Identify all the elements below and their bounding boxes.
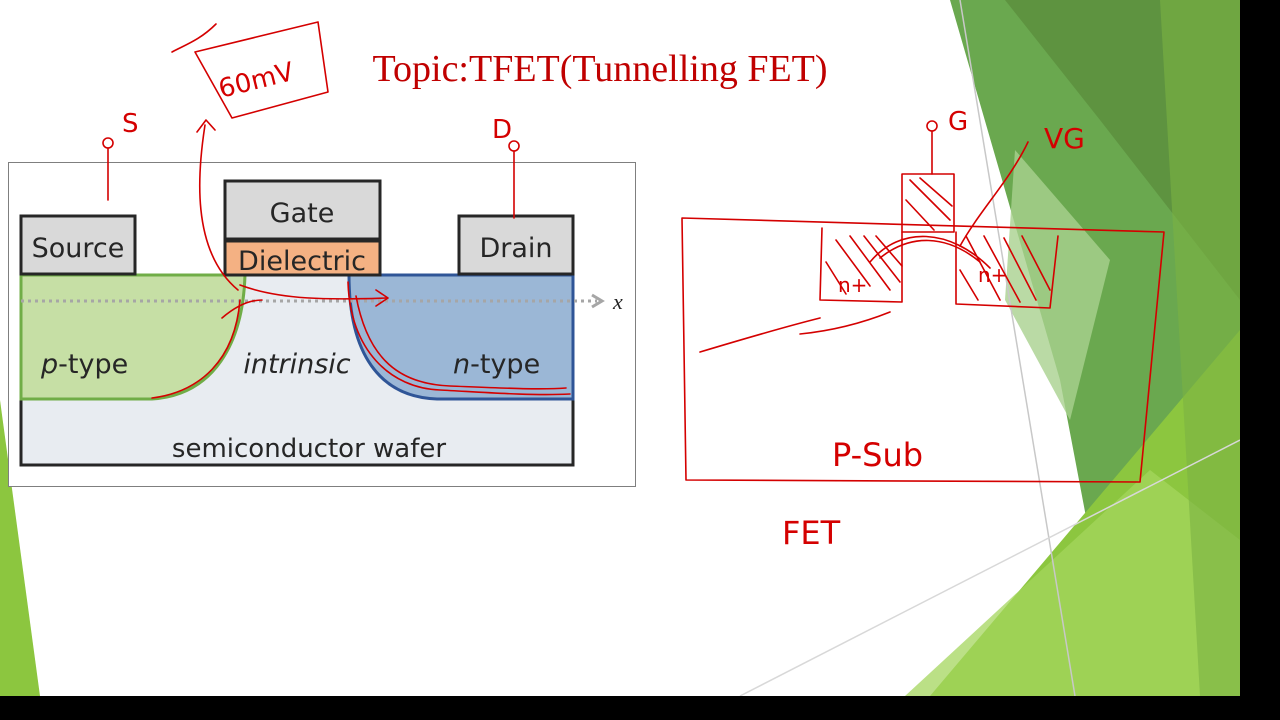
tfet-cross-section-figure: x Source Gate Dielectric Drain p-type in… xyxy=(8,162,636,487)
note-60mv-tick xyxy=(171,23,217,53)
fet-vg-label: VG xyxy=(1044,122,1085,155)
fet-substrate-outline xyxy=(681,217,1165,483)
drain-terminal xyxy=(457,214,575,276)
tunnel-path xyxy=(239,284,387,300)
fet-caption: FET xyxy=(782,514,841,552)
note-60mv-box xyxy=(194,21,329,119)
channel-stroke xyxy=(221,299,263,319)
dielectric-layer xyxy=(223,239,382,277)
source-label: Source xyxy=(32,233,125,264)
n-junction-trace xyxy=(347,281,571,396)
green-decoration xyxy=(0,0,1240,696)
intrinsic-label: intrinsic xyxy=(243,349,350,380)
dielectric-label: Dielectric xyxy=(238,246,366,277)
fet-n-plus-left-label: n+ xyxy=(838,273,867,297)
source-terminal-circle xyxy=(102,137,114,149)
gate-label: Gate xyxy=(270,198,335,229)
fet-gate-hatching xyxy=(905,177,953,231)
handwritten-annotations: 60mV S D G VG P-Sub FET n+ n+ xyxy=(102,21,1165,552)
x-axis-label: x xyxy=(612,289,623,314)
fet-n-plus-right-label: n+ xyxy=(978,263,1007,287)
fet-vg-pointer xyxy=(959,141,1029,247)
n-type-suffix: -type xyxy=(470,349,540,380)
bottom-letterbox-bar xyxy=(0,696,1280,720)
fet-p-sub-label: P-Sub xyxy=(832,436,923,474)
arrow-to-note xyxy=(198,124,239,291)
fet-gate-circle xyxy=(926,120,938,132)
slide-title: Topic:TFET(Tunnelling FET) xyxy=(0,47,1240,91)
drain-d-label: D xyxy=(492,115,512,145)
slide-title-text: Topic:TFET(Tunnelling FET) xyxy=(372,48,828,90)
decor-line-1 xyxy=(959,0,1076,696)
arrow-to-note-head xyxy=(196,119,216,133)
slide-canvas: Topic:TFET(Tunnelling FET) x Source Gate… xyxy=(0,0,1240,696)
drain-label: Drain xyxy=(479,233,552,264)
p-type-suffix: -type xyxy=(58,349,128,380)
wafer-label: semiconductor wafer xyxy=(172,434,446,464)
p-type-region xyxy=(19,273,247,401)
decor-line-2 xyxy=(739,439,1240,696)
tunnel-arrow-head xyxy=(375,289,389,307)
fet-right-hatching xyxy=(959,235,1051,303)
fet-left-hatching xyxy=(825,235,903,295)
fet-gate-g-label: G xyxy=(948,107,968,137)
p-junction-trace xyxy=(151,299,241,399)
gate-terminal xyxy=(223,179,382,241)
tfet-diagram: x Source Gate Dielectric Drain p-type in… xyxy=(19,179,623,467)
fet-n-plus-left xyxy=(819,227,903,303)
fet-channel-arc-1 xyxy=(869,235,991,269)
p-type-italic: p xyxy=(40,349,58,380)
decor-bottom-light xyxy=(905,470,1240,696)
n-type-italic: n xyxy=(453,349,470,380)
decor-light-green xyxy=(1005,150,1110,420)
right-letterbox-bar xyxy=(1240,0,1280,720)
fet-channel-arc-2 xyxy=(879,239,981,263)
fet-gate-block xyxy=(901,173,955,233)
x-axis-arrow xyxy=(591,293,605,309)
n-type-label: n-type xyxy=(453,349,540,380)
decor-edge-green xyxy=(1160,0,1240,696)
p-type-label: p-type xyxy=(40,349,128,380)
source-s-label: S xyxy=(122,109,139,139)
fet-n-plus-right xyxy=(955,231,1059,309)
note-60mv-text: 60mV xyxy=(216,57,297,105)
fet-stray-stroke-1 xyxy=(699,317,821,353)
source-terminal xyxy=(19,214,137,276)
fet-stray-stroke-2 xyxy=(799,311,891,335)
n-junction-trace-2 xyxy=(355,295,567,390)
